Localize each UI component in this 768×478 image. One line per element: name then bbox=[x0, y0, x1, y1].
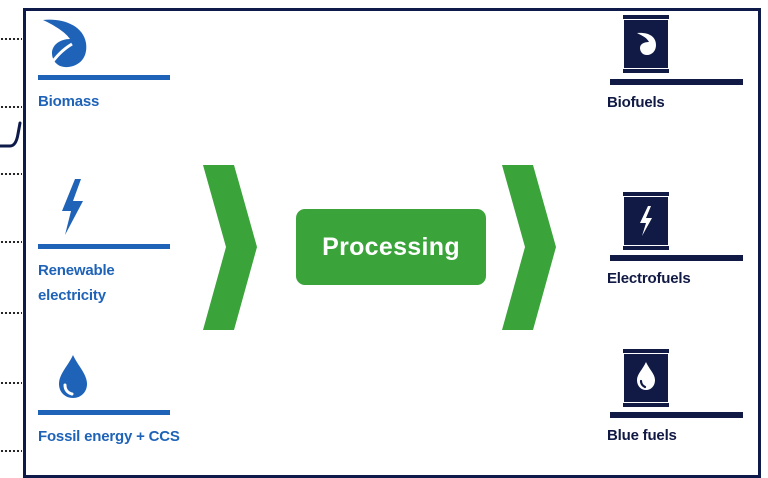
output-underline bbox=[610, 412, 743, 418]
chevron-right-icon bbox=[502, 165, 556, 330]
input-underline bbox=[38, 75, 170, 80]
output-label-blue-fuels: Blue fuels bbox=[607, 427, 677, 444]
dotted-connector bbox=[0, 38, 22, 40]
processing-box: Processing bbox=[296, 209, 486, 285]
fuel-pathway-diagram: Biomass Renewable electricity Fossil ene… bbox=[0, 8, 761, 478]
output-label-biofuels: Biofuels bbox=[607, 94, 665, 111]
output-underline bbox=[610, 255, 743, 261]
input-underline bbox=[38, 244, 170, 249]
processing-label: Processing bbox=[322, 232, 460, 261]
dotted-connector bbox=[0, 241, 22, 243]
input-label-fossil: Fossil energy + CCS bbox=[38, 428, 180, 445]
input-label-biomass: Biomass bbox=[38, 93, 100, 110]
dotted-connector bbox=[0, 312, 22, 314]
dotted-connector bbox=[0, 382, 22, 384]
drop-icon bbox=[59, 355, 87, 398]
barrel-lightning-icon bbox=[623, 192, 669, 250]
input-label-renewable-line1: Renewable bbox=[38, 262, 115, 279]
dotted-connector bbox=[0, 450, 22, 452]
connector-arrow-stub bbox=[0, 121, 22, 148]
leaf-icon bbox=[43, 19, 87, 68]
chevron-right-icon bbox=[203, 165, 257, 330]
input-underline bbox=[38, 410, 170, 415]
barrel-leaf-icon bbox=[623, 15, 669, 73]
lightning-icon bbox=[62, 179, 83, 235]
input-label-renewable-line2: electricity bbox=[38, 287, 106, 304]
output-label-electrofuels: Electrofuels bbox=[607, 270, 691, 287]
barrel-drop-icon bbox=[623, 349, 669, 407]
dotted-connector bbox=[0, 173, 22, 175]
output-underline bbox=[610, 79, 743, 85]
dotted-connector bbox=[0, 106, 22, 108]
